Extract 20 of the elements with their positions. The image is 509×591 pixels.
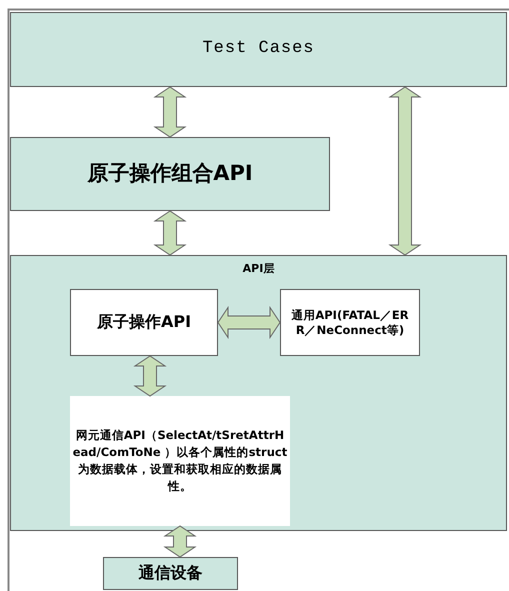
component-box	[70, 396, 290, 526]
component-label: 原子操作API	[96, 312, 192, 333]
component-label: 通信设备	[138, 563, 202, 584]
component-box	[280, 289, 420, 356]
component-box	[10, 137, 330, 211]
layer-title: API层	[242, 262, 274, 276]
component-label: Test Cases	[202, 38, 315, 60]
double-arrow	[163, 525, 197, 558]
double-arrow	[217, 306, 281, 340]
component-label: 通用API(FATAL／ERR／NeConnect等)	[290, 308, 410, 338]
double-arrow	[153, 86, 187, 138]
component-box	[103, 557, 238, 590]
double-arrow	[133, 355, 167, 397]
double-arrow	[153, 210, 187, 256]
layer-panel	[10, 255, 507, 531]
component-box	[10, 12, 507, 87]
double-arrow	[388, 86, 422, 256]
component-label: 网元通信API（SelectAt/tSretAttrHead/ComToNe ）以各个属性的struct为数据载体，设置和获取相应的数据属性。	[72, 426, 288, 496]
component-box	[70, 289, 218, 356]
component-label: 原子操作组合API	[87, 160, 253, 188]
